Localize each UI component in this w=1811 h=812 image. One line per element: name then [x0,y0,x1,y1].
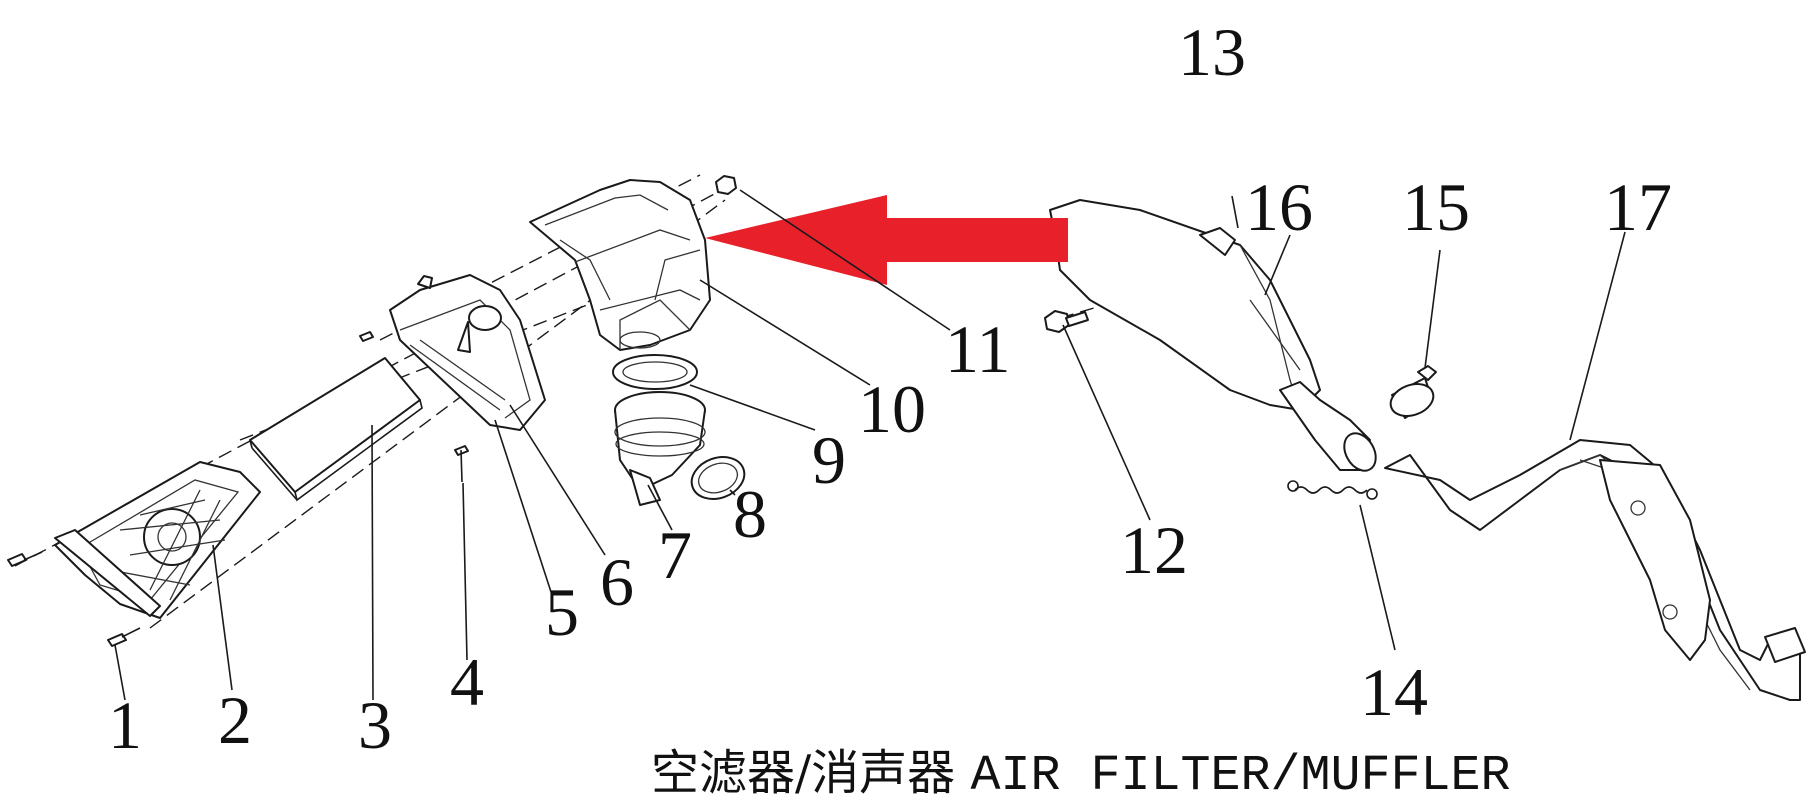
part-2-grille-cover [54,461,261,619]
part-9-clamp-ring [612,354,698,390]
part-17-header-pipe [1384,439,1806,701]
leader-lines [114,189,1626,701]
caption-english: AIR FILTER/MUFFLER [970,748,1511,805]
label-part-4: 4 [450,644,484,720]
diagram-caption: 空滤器/消声器 AIR FILTER/MUFFLER [651,733,1511,805]
red-arrow-left [705,195,1068,285]
label-part-11: 11 [945,311,1010,387]
label-part-16: 16 [1245,169,1313,245]
part-14-spring [1287,480,1378,500]
part-11-nut [715,175,737,195]
label-part-1: 1 [108,687,142,763]
label-part-3: 3 [358,687,392,763]
label-part-10: 10 [858,371,926,447]
caption-chinese: 空滤器/消声器 [651,745,956,801]
part-1-screws [7,331,469,647]
label-part-9: 9 [812,422,846,498]
part-3-filter-element [249,357,423,502]
label-part-13: 13 [1178,14,1246,90]
part-8-hose-clamp [690,456,746,500]
part-12-bolt [1044,310,1089,333]
part-number-labels: 1 2 3 4 5 6 7 8 9 10 11 12 13 14 15 16 1… [108,14,1672,763]
label-part-14: 14 [1360,654,1428,730]
label-part-17: 17 [1604,169,1672,245]
part-7-intake-boot [614,391,706,506]
label-part-7: 7 [658,517,692,593]
part-16-muffler-body [1049,199,1377,472]
label-part-12: 12 [1120,512,1188,588]
label-part-8: 8 [733,476,767,552]
part-10-airbox-cover [529,179,711,351]
label-part-6: 6 [600,544,634,620]
label-part-15: 15 [1402,169,1470,245]
label-part-5: 5 [545,574,579,650]
part-5-6-airbox-housing [389,274,546,431]
part-15-muffler-clamp [1389,365,1437,419]
label-part-2: 2 [218,682,252,758]
